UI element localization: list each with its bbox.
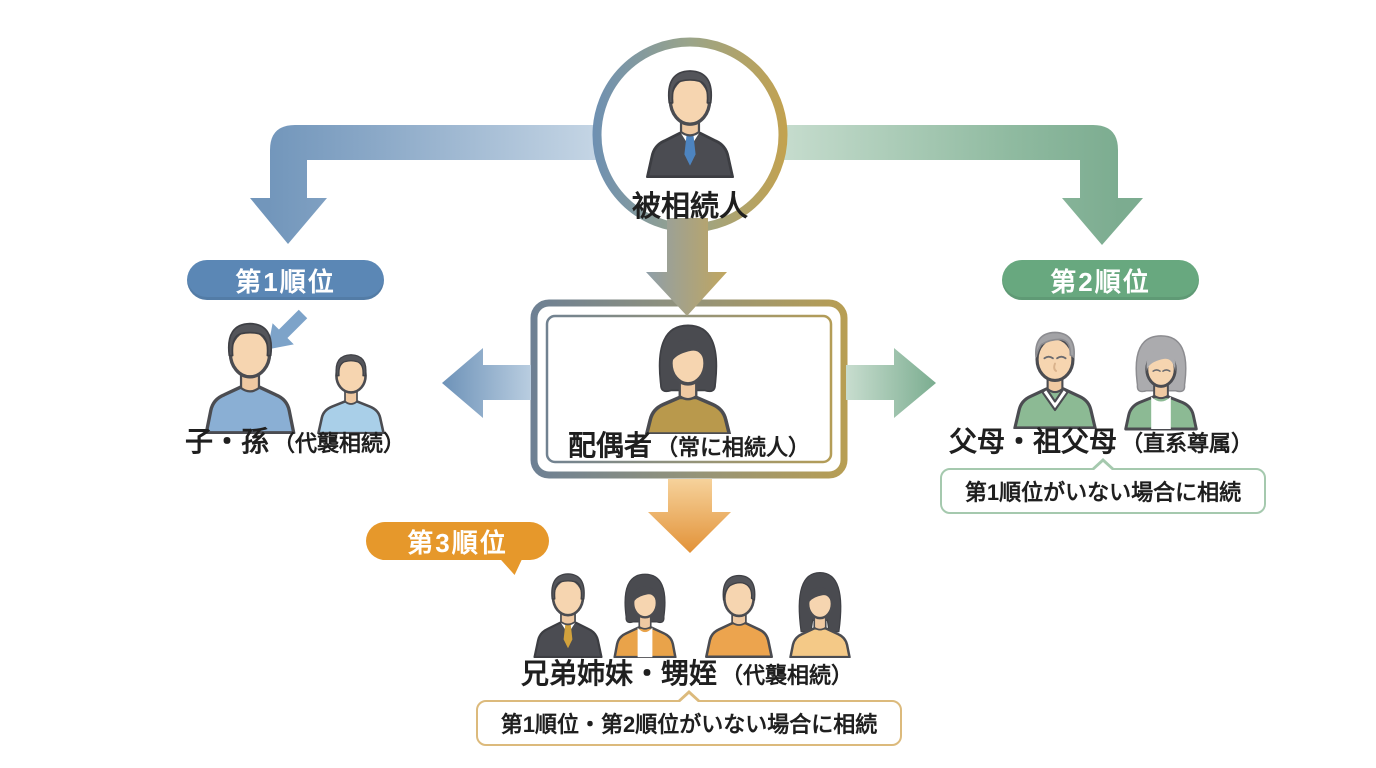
rank2-paren: （直系尊属） xyxy=(1121,431,1254,456)
rank3-paren: （代襲相続） xyxy=(721,663,854,688)
spouse-name: 配偶者 xyxy=(567,430,652,461)
rank2-note: 第1順位がいない場合に相続 xyxy=(940,458,1266,514)
rank2-name: 父母・祖父母 xyxy=(948,426,1117,457)
rank1-paren: （代襲相続） xyxy=(273,431,406,456)
nephew-icon xyxy=(705,574,773,658)
spouse-paren: （常に相続人） xyxy=(656,435,811,460)
arrow-spouse-right xyxy=(846,348,936,418)
elderly-man-icon xyxy=(1013,331,1097,429)
rank3-badge: 第3順位 xyxy=(366,522,549,560)
child-person-icon xyxy=(204,322,296,434)
rank1-name: 子・孫 xyxy=(184,426,269,457)
rank1-badge: 第1順位 xyxy=(187,260,384,300)
spouse-label: 配偶者 （常に相続人） xyxy=(534,424,844,464)
spouse-box-inner xyxy=(545,314,833,464)
arrow-down-rank3 xyxy=(648,479,731,553)
niece-icon xyxy=(789,572,851,658)
band-arrow-right-rank2 xyxy=(690,125,1143,245)
elderly-woman-icon xyxy=(1124,335,1198,431)
rank2-label: 父母・祖父母 （直系尊属） xyxy=(940,420,1262,460)
rank1-label: 子・孫 （代襲相続） xyxy=(140,420,450,460)
rank3-label: 兄弟姉妹・甥姪 （代襲相続） xyxy=(476,652,898,692)
deceased-label: 被相続人 xyxy=(631,191,748,223)
rank2-badge: 第2順位 xyxy=(1002,260,1199,300)
sibling-woman-icon xyxy=(613,573,677,658)
grandchild-person-icon xyxy=(317,354,385,434)
rank3-name: 兄弟姉妹・甥姪 xyxy=(520,658,717,689)
deceased-person-icon xyxy=(646,70,734,178)
rank3-note: 第1順位・第2順位がいない場合に相続 xyxy=(476,690,902,746)
arrow-spouse-left xyxy=(442,348,531,418)
substitution-arrow-icon xyxy=(267,309,308,350)
spouse-person-icon xyxy=(644,324,732,434)
arrow-down-spouse xyxy=(646,218,727,316)
band-arrow-left-rank1 xyxy=(250,125,690,244)
sibling-man-suit-icon xyxy=(533,573,603,658)
